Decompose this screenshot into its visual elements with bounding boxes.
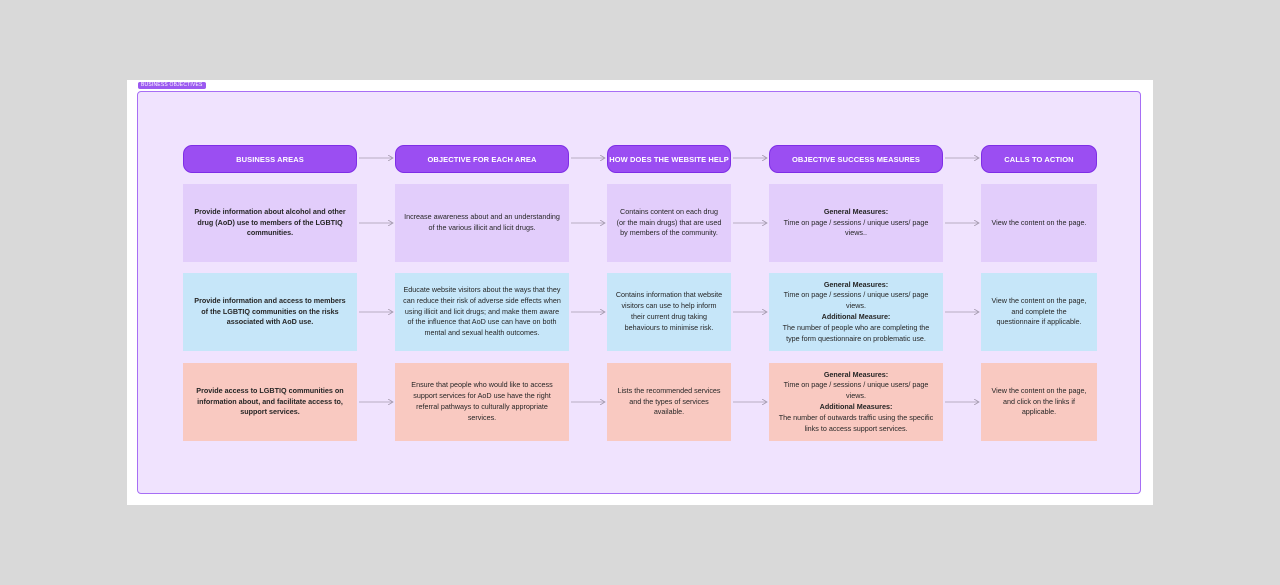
- row1-general-measures-title: General Measures:: [823, 206, 889, 216]
- row3-additional-measures-title: Additional Measures:: [819, 402, 893, 411]
- row3-call-to-action-text: View the content on the page, and click …: [991, 385, 1087, 417]
- header-business-areas[interactable]: BUSINESS AREAS: [183, 145, 357, 173]
- row2-general-measures-title: General Measures:: [823, 279, 889, 289]
- row1-objective[interactable]: Increase awareness about and an understa…: [395, 184, 569, 262]
- row1-business-area-text: Provide information about alcohol and ot…: [194, 206, 346, 238]
- row2-additional-measures-title: Additional Measure:: [821, 312, 891, 321]
- row3-business-area[interactable]: Provide access to LGBTIQ communities on …: [183, 363, 357, 441]
- row2-objective-text: Educate website visitors about the ways …: [403, 285, 561, 338]
- row1-business-area[interactable]: Provide information about alcohol and ot…: [183, 184, 357, 262]
- row1-website-help-text: Contains content on each drug (or the ma…: [616, 206, 722, 238]
- frame-label[interactable]: BUSINESS OBJECTIVES: [138, 82, 206, 89]
- header-calls-to-action[interactable]: CALLS TO ACTION: [981, 145, 1097, 173]
- row1-call-to-action-text: View the content on the page.: [991, 217, 1087, 227]
- row2-objective[interactable]: Educate website visitors about the ways …: [395, 273, 569, 351]
- row3-call-to-action[interactable]: View the content on the page, and click …: [981, 363, 1097, 441]
- row2-website-help-text: Contains information that website visito…: [615, 290, 723, 332]
- row3-general-measures-text: Time on page / sessions / unique users/ …: [783, 380, 929, 401]
- row2-additional-measures-text: The number of people who are completing …: [782, 322, 930, 343]
- row1-website-help[interactable]: Contains content on each drug (or the ma…: [607, 184, 731, 262]
- header-how-website-helps[interactable]: HOW DOES THE WEBSITE HELP: [607, 145, 731, 173]
- header-objective-success-measures[interactable]: OBJECTIVE SUCCESS MEASURES: [769, 145, 943, 173]
- row2-website-help[interactable]: Contains information that website visito…: [607, 273, 731, 351]
- row2-business-area[interactable]: Provide information and access to member…: [183, 273, 357, 351]
- row2-call-to-action-text: View the content on the page, and comple…: [991, 295, 1087, 327]
- row3-website-help[interactable]: Lists the recommended services and the t…: [607, 363, 731, 441]
- row1-success-measures[interactable]: General Measures: Time on page / session…: [769, 184, 943, 262]
- row3-general-measures-title: General Measures:: [823, 369, 889, 379]
- row2-general-measures-text: Time on page / sessions / unique users/ …: [783, 290, 929, 311]
- row3-additional-measures-text: The number of outwards traffic using the…: [778, 412, 934, 433]
- row1-call-to-action[interactable]: View the content on the page.: [981, 184, 1097, 262]
- row1-objective-text: Increase awareness about and an understa…: [404, 212, 560, 232]
- row1-general-measures-text: Time on page / sessions / unique users/ …: [783, 217, 929, 238]
- row3-website-help-text: Lists the recommended services and the t…: [617, 385, 721, 417]
- header-objective-for-each-area[interactable]: OBJECTIVE FOR EACH AREA: [395, 145, 569, 173]
- row2-success-measures[interactable]: General Measures: Time on page / session…: [769, 273, 943, 351]
- row3-objective-text: Ensure that people who would like to acc…: [411, 380, 553, 422]
- row3-business-area-text: Provide access to LGBTIQ communities on …: [196, 385, 344, 417]
- row2-business-area-text: Provide information and access to member…: [194, 295, 346, 327]
- row3-success-measures[interactable]: General Measures: Time on page / session…: [769, 363, 943, 441]
- row3-objective[interactable]: Ensure that people who would like to acc…: [395, 363, 569, 441]
- row2-call-to-action[interactable]: View the content on the page, and comple…: [981, 273, 1097, 351]
